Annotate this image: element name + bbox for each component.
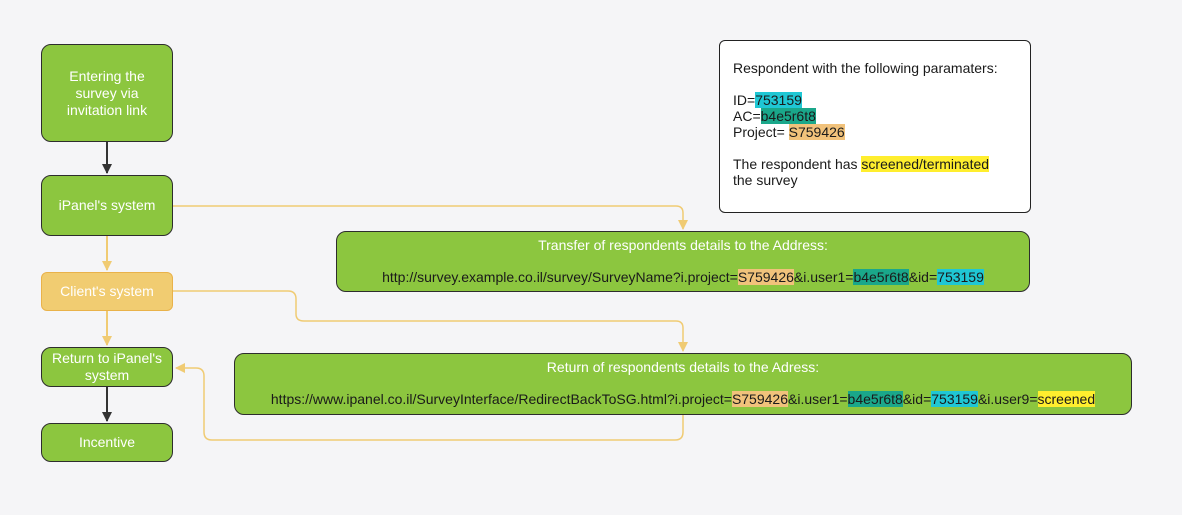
info-status-value: screened/terminated	[861, 156, 990, 172]
transfer-param-user1: &i.user1=	[793, 269, 854, 285]
connector-client-to-return-banner	[173, 290, 688, 352]
return-id-value: 753159	[931, 391, 978, 407]
info-project-label: Project=	[733, 124, 789, 140]
info-project-row: Project= S759426	[733, 124, 1017, 140]
node-client-label: Client's system	[60, 283, 154, 299]
node-entering-line: invitation link	[66, 101, 148, 118]
node-return-line: Return to iPanel's	[51, 350, 163, 366]
return-param-user1: &i.user1=	[788, 391, 848, 407]
info-project-value: S759426	[788, 124, 845, 140]
transfer-banner: Transfer of respondents details to the A…	[336, 231, 1030, 292]
info-status-suffix: the survey	[733, 172, 798, 188]
node-incentive: Incentive	[41, 423, 173, 462]
node-return-ipanel: Return to iPanel's system	[41, 347, 173, 387]
info-id-value: 753159	[755, 92, 802, 108]
node-entering-line: Entering the	[69, 67, 145, 84]
return-url-base: https://www.ipanel.co.il/SurveyInterface…	[270, 391, 732, 407]
info-id-label: ID=	[733, 92, 756, 108]
return-param-id: &id=	[902, 391, 932, 407]
return-project-value: S759426	[731, 391, 788, 407]
return-user9-value: screened	[1037, 391, 1096, 407]
return-param-user9: &i.user9=	[977, 391, 1038, 407]
info-ac-value: b4e5r6t8	[760, 108, 816, 124]
transfer-param-id: &id=	[908, 269, 938, 285]
transfer-url: http://survey.example.co.il/survey/Surve…	[337, 269, 1029, 285]
transfer-title: Transfer of respondents details to the A…	[538, 237, 828, 253]
transfer-project-value: S759426	[737, 269, 794, 285]
info-id-row: ID=753159	[733, 92, 1017, 108]
node-ipanel-system: iPanel's system	[41, 175, 173, 236]
connector-return-banner-to-ipanel	[175, 363, 684, 441]
return-url: https://www.ipanel.co.il/SurveyInterface…	[235, 391, 1131, 407]
node-incentive-label: Incentive	[78, 434, 136, 450]
connector-ipanel-to-transfer	[173, 205, 688, 230]
transfer-url-base: http://survey.example.co.il/survey/Surve…	[382, 269, 738, 285]
info-status-prefix: The respondent has	[733, 156, 862, 172]
node-entering-line: survey via	[75, 84, 139, 101]
node-client-system: Client's system	[41, 272, 173, 311]
transfer-id-value: 753159	[937, 269, 984, 285]
node-entering-survey: Entering the survey via invitation link	[41, 44, 173, 142]
node-return-line: system	[84, 367, 130, 383]
info-ac-label: AC=	[733, 108, 761, 124]
respondent-info-box: Respondent with the following paramaters…	[719, 40, 1031, 213]
info-ac-row: AC=b4e5r6t8	[733, 108, 1017, 124]
return-banner: Return of respondents details to the Adr…	[234, 353, 1132, 415]
transfer-user1-value: b4e5r6t8	[853, 269, 909, 285]
return-title: Return of respondents details to the Adr…	[546, 359, 820, 375]
info-heading: Respondent with the following paramaters…	[733, 60, 998, 76]
node-ipanel-label: iPanel's system	[58, 197, 156, 213]
info-status-row: The respondent has screened/terminated	[733, 156, 1017, 172]
return-user1-value: b4e5r6t8	[847, 391, 903, 407]
